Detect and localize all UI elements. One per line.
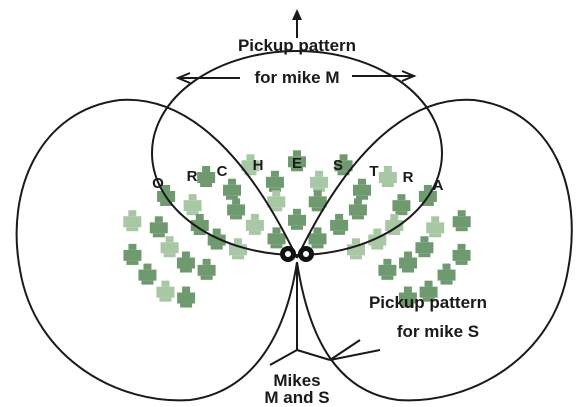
orchestra-players — [123, 150, 471, 308]
orchestra-letter: O — [152, 175, 164, 192]
orchestra-player — [419, 280, 438, 302]
orchestra-player — [310, 170, 329, 192]
orchestra-player — [227, 198, 246, 220]
mikes-label-line1: Mikes — [273, 371, 320, 390]
orchestra-player — [123, 210, 142, 232]
mike-m-label-line2: for mike M — [254, 68, 339, 87]
orchestra-player — [160, 236, 179, 258]
orchestra-player — [308, 190, 327, 212]
orchestra-player — [197, 166, 216, 188]
orchestra-player — [197, 258, 216, 280]
mikes-label-line2: M and S — [264, 388, 329, 407]
orchestra-player — [452, 243, 471, 265]
pattern-mike-s-left-lobe — [15, 98, 298, 402]
mike-m-label-line1: Pickup pattern — [238, 36, 356, 55]
orchestra-player — [368, 228, 387, 250]
orchestra-player — [229, 238, 247, 260]
microphones-icon — [280, 246, 314, 262]
orchestra-letter: R — [187, 168, 198, 185]
mike-s-pointer-line — [296, 349, 331, 361]
mike-s-label-line1: Pickup pattern — [369, 293, 487, 312]
orchestra-player — [347, 238, 365, 260]
orchestra-letter: R — [403, 169, 414, 186]
orchestra-player — [426, 216, 445, 238]
top-arrowhead-icon — [292, 9, 302, 20]
orchestra-player — [267, 227, 286, 249]
orchestra-player — [176, 251, 195, 273]
mike-s-pointer-lower — [329, 349, 381, 361]
orchestra-player — [392, 194, 411, 216]
orchestra-letter: T — [369, 163, 378, 180]
orchestra-player — [265, 170, 284, 192]
orchestra-player — [288, 150, 306, 172]
orchestra-player — [207, 228, 226, 250]
orchestra-player — [398, 286, 417, 308]
orchestra-player — [149, 216, 168, 238]
orchestra-player — [183, 194, 202, 216]
orchestra-player — [334, 154, 353, 176]
orchestra-letter: H — [253, 157, 264, 174]
orchestra-letter: A — [433, 177, 444, 194]
orchestra-player — [190, 214, 209, 236]
left-arrowhead-icon — [175, 72, 191, 84]
right-arrowhead-icon — [401, 70, 417, 82]
orchestra-player — [415, 236, 434, 258]
orchestra-letter: S — [333, 157, 343, 174]
mike-s-pointer-upper — [329, 339, 361, 361]
orchestra-player — [245, 213, 264, 235]
orchestra-player — [308, 227, 327, 249]
orchestra-player — [352, 178, 371, 200]
orchestra-player — [288, 208, 306, 230]
mikes-pointer-branch — [269, 349, 298, 366]
pattern-mike-m — [151, 50, 443, 256]
orchestra-player — [452, 210, 471, 232]
orchestra-player — [267, 190, 286, 212]
orchestra-player — [156, 280, 175, 302]
orchestra-player — [378, 258, 397, 280]
orchestra-player — [177, 286, 196, 308]
orchestra-player — [378, 166, 397, 188]
pattern-mike-s-right-lobe — [296, 98, 573, 402]
orchestra-player — [241, 154, 260, 176]
orchestra-player — [123, 243, 142, 265]
orchestra-player — [399, 251, 418, 273]
orchestra-letter: E — [292, 155, 302, 172]
orchestra-player — [330, 213, 349, 235]
orchestra-letter: C — [217, 163, 228, 180]
orchestra-player — [223, 178, 242, 200]
mike-s-label-line2: for mike S — [397, 322, 479, 341]
orchestra-label: O R C H E S T R A — [152, 155, 443, 194]
orchestra-player — [348, 198, 367, 220]
orchestra-player — [138, 263, 157, 285]
orchestra-player — [437, 263, 456, 285]
orchestra-player — [385, 214, 404, 236]
